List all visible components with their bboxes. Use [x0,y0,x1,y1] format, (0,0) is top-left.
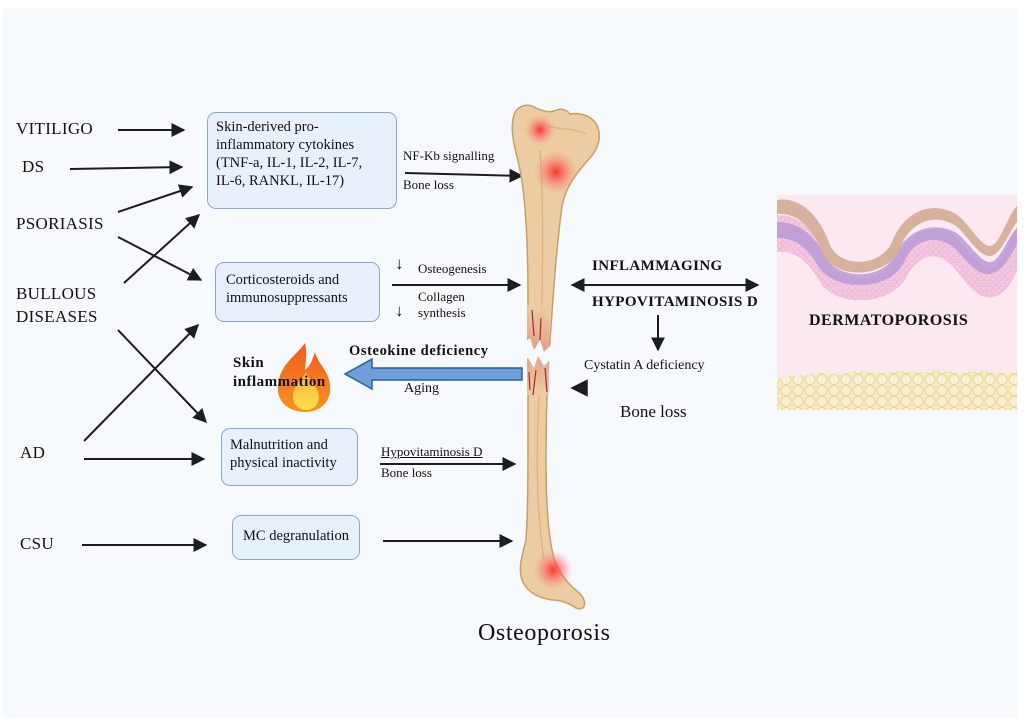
bone-loss-label-1: Bone loss [403,177,454,192]
bone-loss-label-right: Bone loss [620,402,687,421]
collagen-label-line2: synthesis [418,305,466,320]
arrow-psoriasis-corticosteroids [117,236,203,281]
aging-label: Aging [404,381,439,396]
cytokines-line4: IL-6, RANKL, IL-17) [216,173,345,190]
corticosteroids-line2: immunosuppressants [226,290,348,307]
cytokines-line1: Skin-derived pro- [216,119,319,135]
osteogenesis-down-arrow-icon: ↓ [395,254,404,273]
mc-line1: MC degranulation [243,528,349,544]
condition-csu: CSU [20,534,54,553]
hypovitaminosis-label: Hypovitaminosis D [381,444,483,459]
osteokine-deficiency-label: Osteokine deficiency [349,343,489,359]
arrow-psoriasis-cytokines [117,184,194,213]
cytokines-line3: (TNF-a, IL-1, IL-2, IL-7, [216,155,363,172]
fracture-crack [518,338,552,368]
corticosteroids-box: Corticosteroids and immunosuppressants [215,262,380,322]
skin-inflammation-line1: Skin [233,355,265,371]
arrow-ds [69,160,184,175]
cystatin-label: Cystatin A deficiency [584,358,705,373]
stratum-corneum [777,199,1017,273]
skin-inflammation-line2: inflammation [233,374,326,390]
arrow-cytokines-bone [404,168,524,183]
flame-icon [277,343,331,412]
malnutrition-line2: physical inactivity [230,455,337,472]
cytokines-line2: inflammatory cytokines [216,137,355,154]
fracture-lines [528,309,548,396]
nfkb-label: NF-Kb signalling [403,148,495,163]
arrow-bullous-malnutrition [117,329,207,424]
cytokines-box: Skin-derived pro- inflammatory cytokines… [207,112,397,209]
corticosteroids-line1: Corticosteroids and [226,272,340,288]
inflamed-spot-bottom [533,550,573,590]
collagen-down-arrow-icon: ↓ [395,301,404,320]
condition-ds: DS [22,157,45,176]
collagen-label-line1: Collagen [418,289,465,304]
condition-arrows [69,123,208,552]
arrow-ad-corticosteroids [83,324,199,442]
malnutrition-line1: Malnutrition and [230,437,328,453]
condition-psoriasis: PSORIASIS [16,214,104,233]
dermatoporosis-label: DERMATOPOROSIS [809,312,969,329]
condition-ad: AD [20,443,46,462]
hypovitaminosis-d-label: HYPOVITAMINOSIS D [592,294,759,310]
mc-degranulation-box: MC degranulation [232,515,360,560]
femur-bone-illustration [511,104,600,610]
inflammaging-label: INFLAMMAGING [592,258,723,274]
inflamed-spot-top [524,114,556,146]
malnutrition-box: Malnutrition and physical inactivity [221,428,358,486]
mechanism-arrows [380,168,524,548]
inflamed-spot-neck [534,150,578,194]
condition-bullous-line1: BULLOUS [16,284,97,303]
osteoporosis-title: Osteoporosis [478,620,611,646]
arrow-bullous-cytokines [123,214,201,284]
osteokine-blue-arrow [343,357,523,391]
skin-cross-section [777,195,1017,410]
condition-vitiligo: VITILIGO [16,119,93,138]
bone-loss-label-2: Bone loss [381,465,432,480]
condition-bullous-line2: DISEASES [16,307,98,326]
osteogenesis-label: Osteogenesis [418,261,487,276]
fat-layer [777,370,1017,410]
